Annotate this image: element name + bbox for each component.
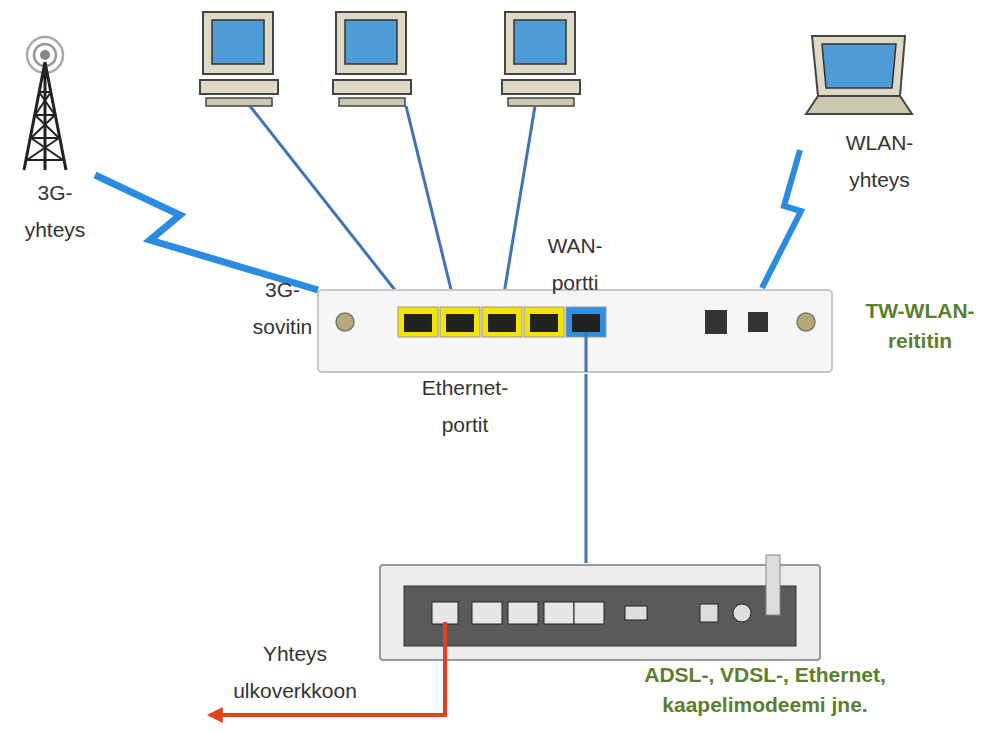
case	[200, 80, 278, 94]
screen	[514, 20, 566, 64]
ethernet-port	[524, 307, 564, 337]
ethernet-port	[398, 307, 438, 337]
monitor	[336, 12, 406, 74]
device-node: 3G-yhteys	[15, 35, 95, 250]
monitor	[203, 12, 273, 74]
desktop-computer	[502, 12, 580, 106]
port-socket	[446, 314, 474, 332]
laptop-computer	[806, 36, 912, 114]
laptop-base	[806, 96, 912, 114]
ethernet-port	[574, 602, 604, 624]
outside-link-arrow	[210, 622, 445, 715]
laptop-screen	[822, 44, 896, 88]
desktop-computer	[333, 12, 411, 106]
modem-device	[210, 555, 820, 715]
part-label: Ethernet-portit	[410, 370, 520, 444]
laptop-lid	[812, 36, 905, 96]
device-node: WLAN-yhteys	[800, 30, 930, 195]
port-socket	[488, 314, 516, 332]
antenna-connector	[797, 313, 815, 331]
usb-port	[625, 606, 647, 620]
port-socket	[572, 314, 600, 332]
power-jack	[733, 604, 751, 622]
tower-legs	[24, 62, 66, 170]
modem-panel	[404, 586, 796, 646]
ethernet-cable	[585, 374, 588, 563]
ethernet-port	[508, 602, 538, 624]
wireless-link	[95, 175, 318, 290]
device-node: ADSL-, VDSL-, Ethernet, kaapelimodeemi j…	[380, 563, 1000, 728]
ethernet-port	[472, 602, 502, 624]
port-socket	[404, 314, 432, 332]
modem-antenna	[766, 555, 780, 615]
tower-lattice	[27, 92, 63, 160]
screen	[345, 20, 397, 64]
power-jack	[705, 310, 727, 334]
antenna-dot	[40, 50, 50, 60]
device-label: TW-WLAN-reititin	[845, 296, 995, 357]
keyboard	[508, 98, 574, 106]
dsl-port	[432, 602, 458, 624]
part-label: 3G-sovitin	[245, 272, 320, 346]
ethernet-cable	[500, 106, 535, 318]
device-label: ADSL-, VDSL-, Ethernet, kaapelimodeemi j…	[600, 660, 930, 721]
device-label: 3G-yhteys	[15, 175, 95, 249]
device-label: WLAN-yhteys	[832, 125, 927, 199]
wireless-link	[762, 150, 801, 288]
desktop-computer	[200, 12, 278, 106]
ethernet-cable	[406, 106, 458, 318]
device-node: TW-WLAN-reititin	[318, 288, 998, 374]
ethernet-port	[440, 307, 480, 337]
keyboard	[206, 98, 272, 106]
power-switch	[700, 604, 718, 622]
reset-button	[748, 312, 768, 332]
case	[333, 80, 411, 94]
case	[502, 80, 580, 94]
monitor	[505, 12, 575, 74]
wan-cable	[585, 332, 588, 372]
port-socket	[530, 314, 558, 332]
screen	[212, 20, 264, 64]
3g-adapter-connector	[336, 313, 354, 331]
part-label: WAN-portti	[535, 228, 615, 302]
router-body	[318, 290, 832, 372]
keyboard	[339, 98, 405, 106]
ethernet-port	[482, 307, 522, 337]
radio-tower	[24, 37, 66, 170]
router-device	[318, 290, 832, 372]
part-label: Yhteys ulkoverkkoon	[225, 636, 365, 710]
ethernet-port	[544, 602, 574, 624]
